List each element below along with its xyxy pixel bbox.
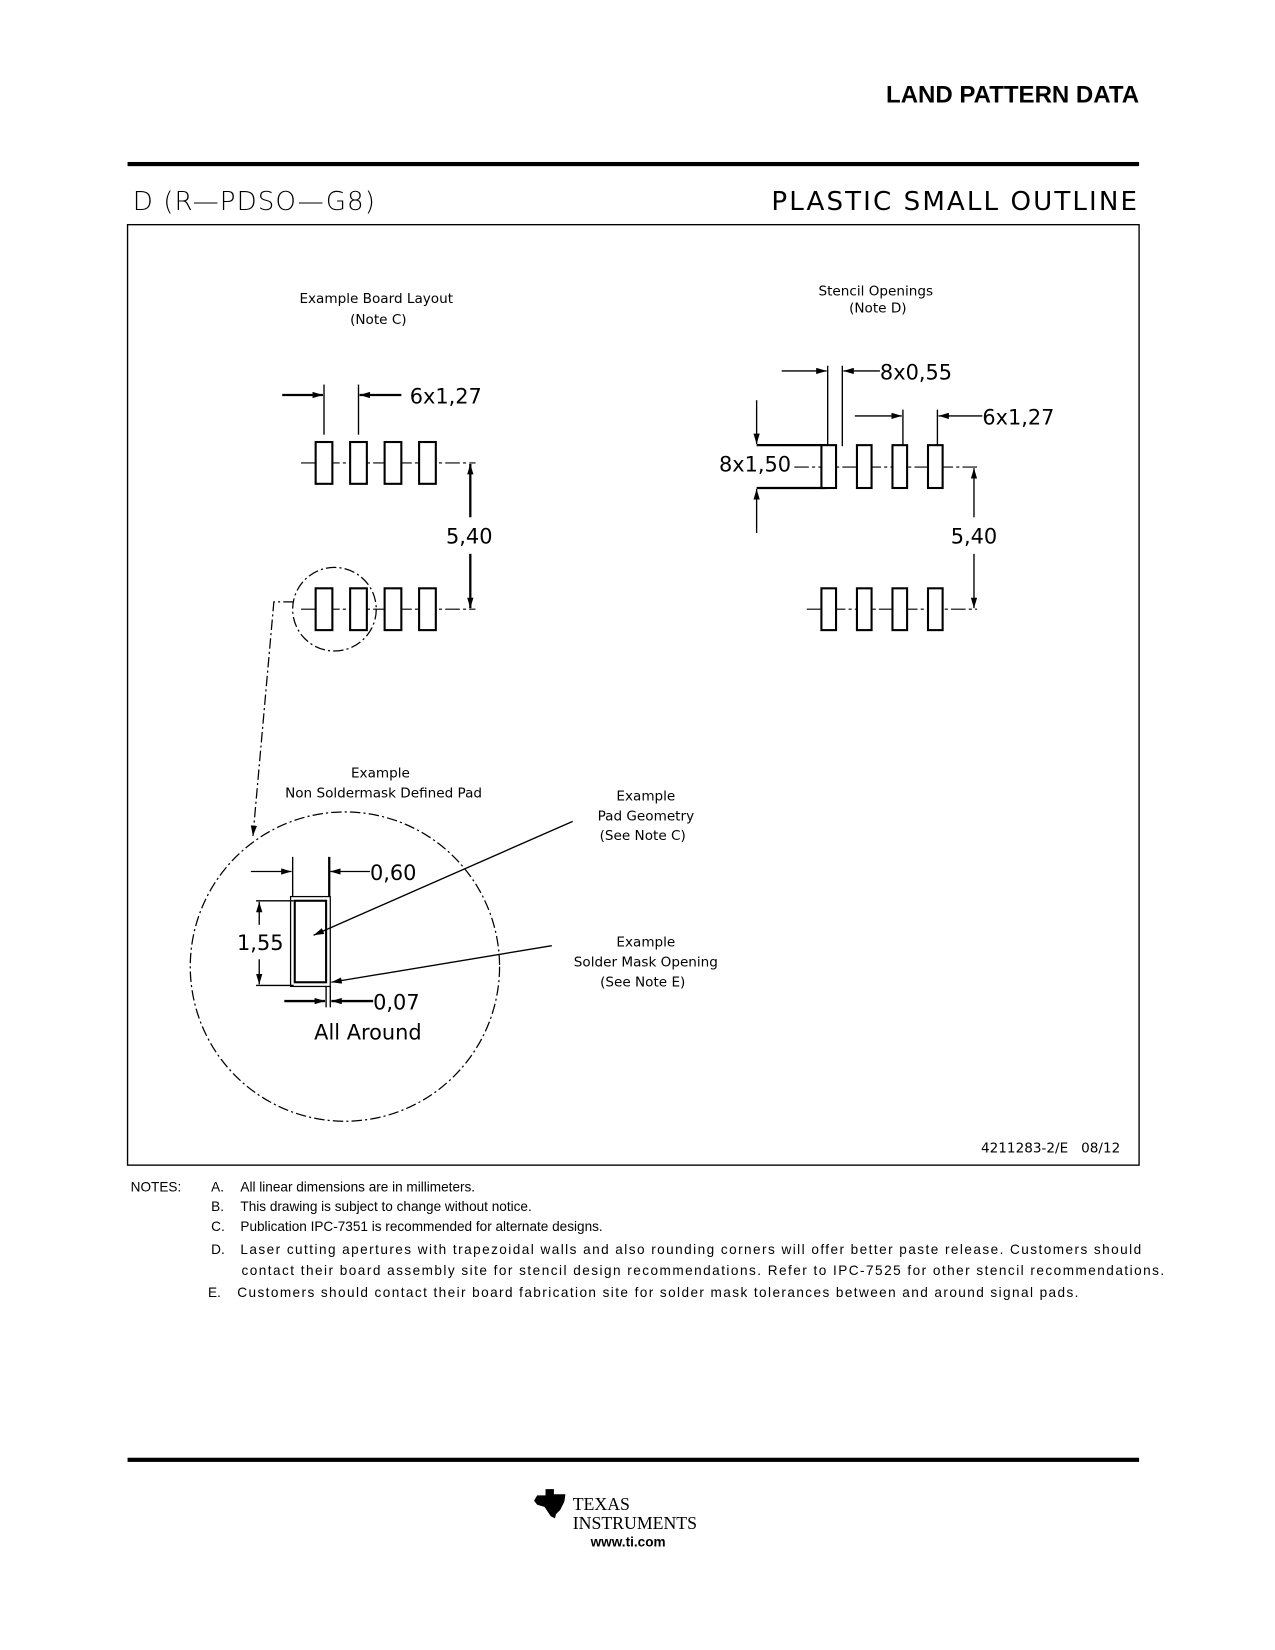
board-pitch-dim: 6x1,27 [410,384,482,408]
ti-state-icon [534,1489,566,1519]
stencil-row-spacing-dim: 5,40 [951,524,997,548]
callout-pad-geometry-2: Pad Geometry [598,808,695,824]
board-layout-title: Example Board Layout [299,291,453,307]
note-e: Customers should contact their board fab… [237,1285,1078,1300]
board-pads-top [314,440,437,485]
notes-heading: NOTES: [131,1179,182,1194]
stencil-apertures-top [820,444,944,490]
stencil-width-dim: 8x0,55 [880,360,952,384]
stencil-note: (Note D) [849,300,907,316]
board-pads-bottom [314,587,437,632]
pad-length-dim: 1,55 [237,931,283,955]
stencil-length-dim: 8x1,50 [719,452,791,476]
note-letter-c: C. [211,1219,225,1234]
note-a: All linear dimensions are in millimeters… [240,1179,475,1194]
package-code: D (R—PDSO—G8) [133,187,376,217]
note-d-line-1: Laser cutting apertures with trapezoidal… [240,1242,1141,1257]
note-d-line-2: contact their board assembly site for st… [241,1263,1164,1278]
drawing-number: 4211283-2/E 08/12 [981,1141,1120,1157]
ti-url: www.ti.com [590,1535,666,1550]
stencil-title: Stencil Openings [818,284,933,300]
note-b: This drawing is subject to change withou… [240,1199,531,1214]
mask-clearance-note: All Around [314,1021,421,1045]
solder-mask-opening [289,895,331,988]
detail-marker-circle [292,566,377,652]
detail-circle [189,811,501,1122]
stencil-apertures-bottom [820,587,944,632]
notes: NOTES: A. All linear dimensions are in m… [131,1179,1164,1300]
package-type: PLASTIC SMALL OUTLINE [771,187,1139,217]
pad-detail: Example Non Soldermask Defined Pad 0,60 … [189,765,718,1122]
pad-width-dim: 0,60 [370,861,416,885]
stencil-pitch-dim: 6x1,27 [982,405,1054,429]
board-layout-note: (Note C) [350,312,407,328]
drawing-frame [126,223,1140,1166]
pad-outline [293,899,328,984]
section-title: LAND PATTERN DATA [886,81,1139,108]
note-letter-d: D. [211,1242,225,1257]
board-layout: Example Board Layout (Note C) 6x1,27 5,4… [250,291,493,837]
board-row-spacing-dim: 5,40 [446,524,492,548]
detail-title-1: Example [351,765,410,781]
callout-solder-mask-2: Solder Mask Opening [574,955,718,971]
callout-pad-geometry-3: (See Note C) [600,828,686,844]
mask-clearance-dim: 0,07 [373,990,419,1014]
detail-leader [250,601,294,837]
note-letter-e: E. [208,1285,221,1300]
ti-brand-line-2: INSTRUMENTS [573,1513,697,1533]
detail-title-2: Non Soldermask Defined Pad [285,785,482,801]
bottom-rule [127,1457,1140,1462]
note-c: Publication IPC-7351 is recommended for … [240,1219,602,1234]
note-letter-a: A. [211,1179,224,1194]
top-rule [127,161,1140,167]
stencil-openings: Stencil Openings (Note D) 8x0,55 6x1,27 … [719,284,1054,632]
note-letter-b: B. [211,1199,224,1214]
ti-brand-line-1: TEXAS [573,1494,630,1514]
callout-solder-mask-1: Example [616,935,675,951]
callout-solder-mask-3: (See Note E) [600,974,685,990]
callout-pad-geometry-1: Example [616,788,675,804]
ti-logo: TEXAS INSTRUMENTS www.ti.com [534,1489,697,1550]
